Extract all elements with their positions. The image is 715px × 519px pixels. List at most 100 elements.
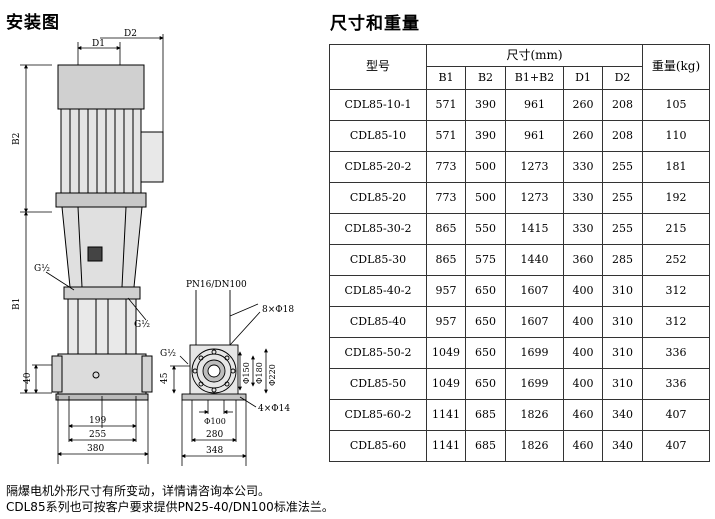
cell-d2: 340 xyxy=(601,429,644,463)
label-g-half-side: G½ xyxy=(160,348,176,359)
cell-b1-b2: 1607 xyxy=(505,305,564,338)
cell-b1: 957 xyxy=(426,274,466,307)
install-drawing-title: 安装图 xyxy=(6,13,60,33)
header-weight: 重量(kg) xyxy=(642,44,711,90)
cell-d1: 360 xyxy=(563,243,603,276)
cell-weight: 181 xyxy=(642,150,711,183)
cell-b2: 500 xyxy=(465,181,506,214)
label-199: 199 xyxy=(89,416,106,426)
cell-model: CDL85-30 xyxy=(329,243,427,276)
motor xyxy=(55,64,164,208)
cell-b1-b2: 1826 xyxy=(505,429,564,463)
cell-weight: 252 xyxy=(642,243,711,276)
footnote-explosion-proof: 隔爆电机外形尺寸有所变动，详情请咨询本公司。 xyxy=(6,484,271,498)
cell-model: CDL85-10 xyxy=(329,119,427,152)
footnotes: 隔爆电机外形尺寸有所变动，详情请咨询本公司。 CDL85系列也可按客户要求提供P… xyxy=(6,483,334,515)
cell-d1: 330 xyxy=(563,150,603,183)
cell-d2: 208 xyxy=(601,119,644,152)
label-45: 45 xyxy=(160,372,170,384)
footnote-flange-option: CDL85系列也可按客户要求提供PN25-40/DN100标准法兰。 xyxy=(6,500,334,514)
label-g-half-top: G½ xyxy=(34,263,50,274)
cell-b1: 773 xyxy=(426,181,466,214)
label-B1: B1 xyxy=(12,298,22,310)
label-280: 280 xyxy=(206,430,223,440)
cell-d2: 255 xyxy=(601,150,644,183)
cell-weight: 192 xyxy=(642,181,711,214)
cell-b1-b2: 961 xyxy=(505,119,564,152)
header-model: 型号 xyxy=(329,44,427,90)
cell-b2: 650 xyxy=(465,367,506,400)
label-D2: D2 xyxy=(124,29,137,39)
cell-d2: 255 xyxy=(601,212,644,245)
cell-model: CDL85-50-2 xyxy=(329,336,427,369)
cell-d1: 260 xyxy=(563,88,603,121)
cell-d1: 330 xyxy=(563,181,603,214)
cell-b2: 650 xyxy=(465,274,506,307)
cell-b1: 571 xyxy=(426,88,466,121)
cell-d2: 310 xyxy=(601,274,644,307)
cell-d1: 400 xyxy=(563,274,603,307)
cell-weight: 105 xyxy=(642,88,711,121)
cell-weight: 110 xyxy=(642,119,711,152)
header-d1: D1 xyxy=(563,66,603,90)
header-b1: B1 xyxy=(426,66,466,90)
cell-b1: 571 xyxy=(426,119,466,152)
header-b2: B2 xyxy=(465,66,506,90)
label-flange-spec: PN16/DN100 xyxy=(186,280,247,290)
label-255: 255 xyxy=(89,430,106,440)
cell-weight: 407 xyxy=(642,429,711,463)
cell-b2: 500 xyxy=(465,150,506,183)
label-8-holes: 8×Φ18 xyxy=(262,305,294,315)
cell-b1: 773 xyxy=(426,150,466,183)
label-380: 380 xyxy=(87,444,104,454)
header-b1-b2: B1+B2 xyxy=(505,66,564,90)
cell-b1-b2: 1826 xyxy=(505,398,564,431)
cell-weight: 407 xyxy=(642,398,711,431)
cell-weight: 336 xyxy=(642,367,711,400)
cell-d2: 255 xyxy=(601,181,644,214)
label-D1: D1 xyxy=(92,39,105,49)
cell-model: CDL85-40-2 xyxy=(329,274,427,307)
cell-d1: 400 xyxy=(563,336,603,369)
cell-b2: 650 xyxy=(465,305,506,338)
cell-model: CDL85-50 xyxy=(329,367,427,400)
cell-weight: 336 xyxy=(642,336,711,369)
cell-weight: 312 xyxy=(642,274,711,307)
label-B2: B2 xyxy=(12,133,22,145)
label-phi100: Φ100 xyxy=(204,417,226,426)
cell-d1: 260 xyxy=(563,119,603,152)
cell-b1: 957 xyxy=(426,305,466,338)
cell-weight: 312 xyxy=(642,305,711,338)
cell-b1: 1049 xyxy=(426,367,466,400)
cell-d2: 310 xyxy=(601,367,644,400)
label-348: 348 xyxy=(206,446,223,456)
cell-b1: 1141 xyxy=(426,398,466,431)
cell-model: CDL85-20 xyxy=(329,181,427,214)
dimensions-weight-table: 型号 尺寸(mm) 重量(kg) B1 B2 B1+B2 D1 D2 CDL85… xyxy=(329,43,711,463)
cell-b1: 1141 xyxy=(426,429,466,463)
cell-d2: 310 xyxy=(601,336,644,369)
cell-d2: 285 xyxy=(601,243,644,276)
label-40: 40 xyxy=(23,372,33,384)
cell-b1: 1049 xyxy=(426,336,466,369)
cell-b1-b2: 1699 xyxy=(505,336,564,369)
cell-d1: 400 xyxy=(563,305,603,338)
label-phi220: Φ220 xyxy=(268,364,277,386)
pump-body xyxy=(51,298,153,401)
cell-b2: 390 xyxy=(465,88,506,121)
dimensions-weight-title: 尺寸和重量 xyxy=(330,14,420,34)
cell-b1-b2: 1415 xyxy=(505,212,564,245)
cell-d1: 460 xyxy=(563,398,603,431)
flange-side-view xyxy=(181,290,247,401)
installation-drawing: D1 D2 B2 B1 40 G½ G½ 199 255 380 xyxy=(12,29,294,466)
cell-b2: 685 xyxy=(465,429,506,463)
cell-d2: 208 xyxy=(601,88,644,121)
